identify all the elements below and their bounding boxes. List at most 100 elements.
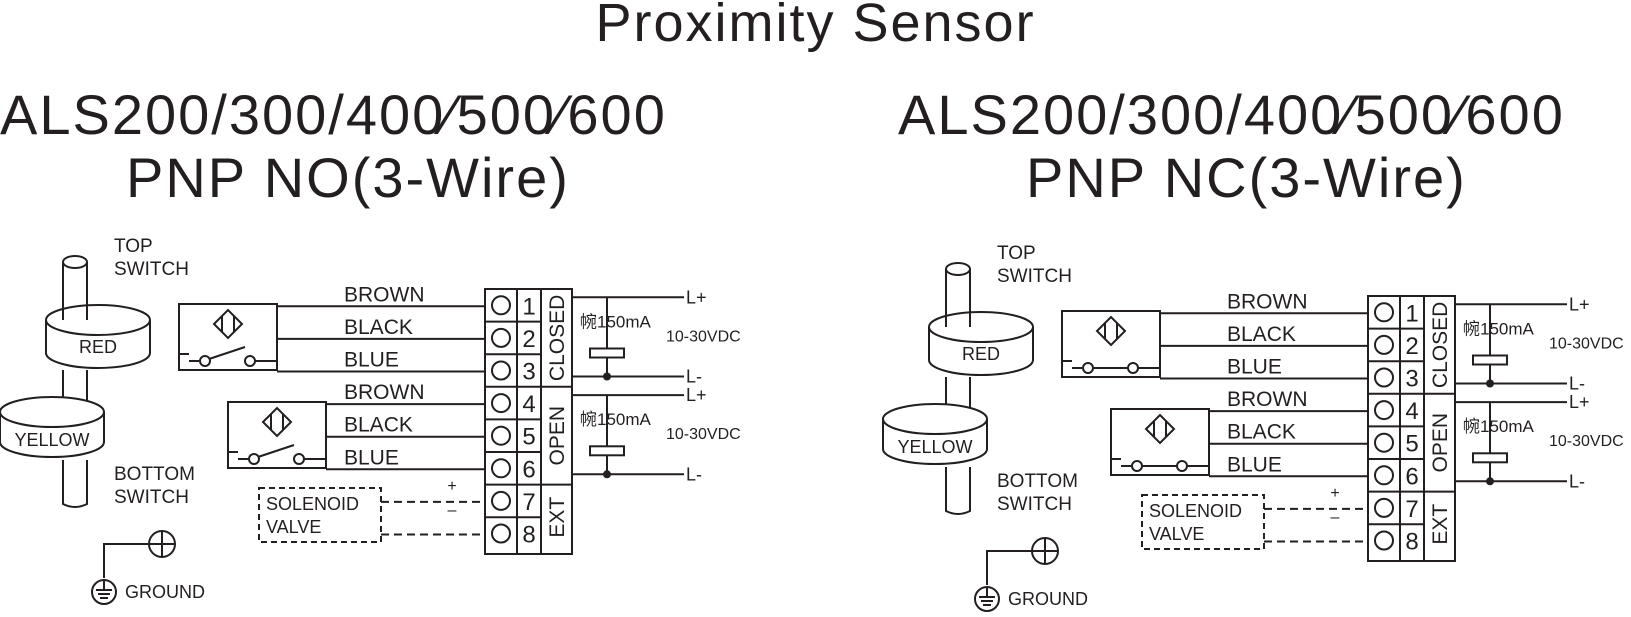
wire-color-label: BROWN (344, 381, 425, 404)
load-icon (589, 347, 625, 359)
rod-top (945, 262, 971, 276)
rod-top (62, 255, 88, 269)
switch-contact-icon (293, 453, 305, 465)
terminal-screw-icon (1374, 367, 1394, 388)
terminal-screw-icon (491, 523, 511, 544)
terminal-screw-icon (1374, 334, 1394, 355)
switch-blade (208, 346, 246, 360)
ground-label: GROUND (125, 582, 205, 602)
red-ring-top (45, 304, 151, 336)
current-label: 帵150mA (1463, 319, 1535, 338)
model-right: ALS200/300/400∕500∕600 (898, 83, 1565, 146)
l-minus-label: L- (686, 367, 702, 387)
diagram-right: REDYELLOWTOPSWITCHBOTTOMSWITCHGROUND1234… (882, 243, 1624, 612)
red-ring-label: RED (962, 344, 1000, 364)
terminal-number: 6 (522, 456, 535, 483)
terminal-number: 8 (1405, 529, 1418, 556)
wire-color-label: BLACK (1227, 421, 1296, 444)
terminal-number: 1 (1405, 300, 1418, 327)
current-label: 帵150mA (580, 312, 652, 331)
switch-contact-icon (248, 453, 260, 465)
minus-sign: – (448, 502, 457, 519)
voltage-label: 10-30VDC (666, 328, 741, 345)
current-label: 帵150mA (580, 410, 652, 429)
proximity-symbol-icon (212, 308, 244, 340)
terminal-screw-icon (491, 327, 511, 348)
yellow-ring-label: YELLOW (897, 437, 972, 457)
solenoid-label: VALVE (266, 517, 321, 537)
terminal-screw-icon (1374, 302, 1394, 323)
plus-sign: + (447, 478, 456, 495)
terminal-group-label: CLOSED (546, 295, 569, 381)
terminal-screw-icon (491, 393, 511, 414)
terminal-screw-icon (491, 490, 511, 511)
terminal-screw-icon (1374, 400, 1394, 421)
subtitle-left: PNP NO(3-Wire) (126, 146, 570, 209)
sensor-box (1061, 310, 1161, 378)
wire-color-label: BLACK (1227, 323, 1296, 346)
terminal-number: 4 (522, 391, 535, 418)
terminal-number: 7 (522, 489, 535, 516)
terminal-screw-icon (491, 360, 511, 381)
diagram-line (945, 467, 971, 515)
switch-contact-icon (199, 355, 211, 367)
terminal-screw-icon (1374, 530, 1394, 551)
terminal-screw-icon (1374, 497, 1394, 518)
terminal-number: 7 (1405, 496, 1418, 523)
terminal-number: 5 (522, 424, 535, 451)
current-label: 帵150mA (1463, 417, 1535, 436)
voltage-label: 10-30VDC (1549, 335, 1624, 352)
terminal-screw-icon (1374, 432, 1394, 453)
solenoid-valve (258, 487, 382, 543)
l-plus-label: L+ (686, 385, 707, 405)
red-ring-label: RED (79, 337, 117, 357)
terminal-screw-icon (491, 458, 511, 479)
terminal-number: 3 (522, 359, 535, 386)
diagram-left: REDYELLOWTOPSWITCHBOTTOMSWITCHGROUND1234… (0, 236, 741, 605)
terminal-number: 3 (1405, 366, 1418, 393)
diagram-line (986, 550, 1032, 585)
red-ring-top (928, 311, 1034, 343)
bottom-switch-label: BOTTOM (997, 471, 1078, 492)
page-title: Proximity Sensor (595, 0, 1036, 53)
wire-color-label: BLUE (1227, 453, 1282, 476)
diagram-line (62, 460, 88, 508)
top-switch-label: TOP (114, 236, 153, 257)
wire-color-label: BLACK (344, 316, 413, 339)
wire-color-label: BLUE (344, 349, 399, 372)
bottom-switch-label: SWITCH (997, 494, 1072, 515)
junction-dot (1486, 379, 1494, 388)
terminal-block (484, 288, 573, 555)
sensor-box (227, 401, 327, 469)
junction-dot (1486, 477, 1494, 486)
yellow-ring-top (0, 396, 105, 428)
switch-contact-icon (1176, 460, 1188, 472)
wire-color-label: BLUE (344, 446, 399, 469)
solenoid-label: VALVE (1149, 524, 1204, 544)
top-switch-label: TOP (997, 243, 1036, 264)
proximity-symbol-icon (1144, 413, 1176, 445)
terminal-group-label: CLOSED (1429, 302, 1452, 388)
terminal-number: 1 (522, 293, 535, 320)
switch-contact-icon (244, 355, 256, 367)
terminal-screw-icon (491, 425, 511, 446)
sensor-box (1110, 408, 1210, 476)
load-icon (1472, 354, 1508, 366)
junction-dot (603, 470, 611, 479)
minus-sign: – (1331, 509, 1340, 526)
load-icon (589, 445, 625, 457)
l-plus-label: L+ (686, 287, 707, 307)
voltage-label: 10-30VDC (666, 426, 741, 443)
switch-blade (257, 444, 295, 458)
l-minus-label: L- (1569, 374, 1585, 394)
diagram-line (945, 303, 971, 327)
diagram-line (62, 296, 88, 320)
wire-color-label: BROWN (344, 283, 425, 306)
switch-contact-icon (1127, 362, 1139, 374)
l-minus-label: L- (1569, 471, 1585, 491)
wire-color-label: BLACK (344, 414, 413, 437)
terminal-group-label: OPEN (1429, 413, 1452, 473)
subtitle-right: PNP NC(3-Wire) (1026, 146, 1467, 209)
terminal-group-label: EXT (546, 497, 569, 538)
